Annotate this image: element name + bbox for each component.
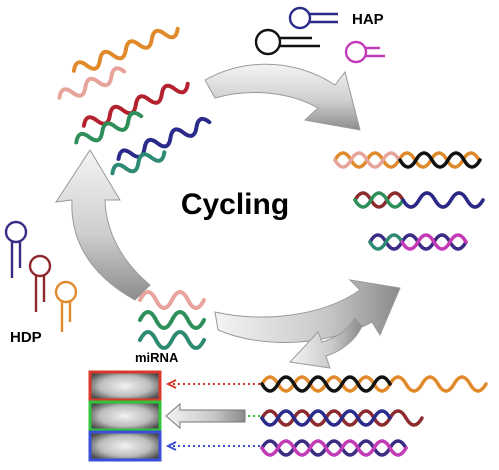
hairpin-probe-icon	[54, 280, 78, 332]
double-helix-icon	[353, 191, 485, 209]
double-helix-icon	[368, 233, 468, 251]
double-helix-icon	[260, 439, 408, 457]
helix-group-top-left	[57, 26, 212, 176]
double-helix-icon	[57, 26, 180, 100]
hairpin-probe-icon	[4, 220, 28, 278]
gel-band-icon	[88, 400, 162, 432]
hdp-label: HDP	[10, 329, 42, 346]
hairpin-probe-icon	[344, 40, 385, 64]
gel-main-arrow	[165, 402, 246, 430]
hdp-probes: HDP	[4, 220, 78, 346]
mirna-group: miRNA	[135, 290, 206, 365]
hap-label: HAP	[352, 11, 384, 28]
double-helix-icon	[110, 116, 212, 176]
mirna-label: miRNA	[135, 350, 179, 365]
hairpin-probe-icon	[254, 28, 320, 56]
mirna-strand-icon	[138, 290, 206, 310]
hairpin-probe-icon	[288, 6, 338, 30]
cycle-arrow-top-right	[204, 63, 361, 131]
double-helix-icon	[260, 375, 488, 393]
helix-group-right	[333, 151, 485, 251]
cycle-label: Cycling	[181, 188, 289, 221]
double-helix-icon	[333, 151, 482, 169]
cycle-arrow-left	[54, 149, 151, 301]
double-helix-icon	[260, 409, 424, 427]
helix-group-bottom	[260, 375, 488, 457]
mirna-strand-icon	[138, 330, 206, 350]
cycle-arrow-bottom-right	[214, 279, 401, 343]
gel-band-icon	[88, 370, 162, 402]
mirna-strand-icon	[138, 310, 206, 330]
cycle-arrows	[54, 63, 401, 369]
gel-band-icon	[88, 430, 162, 462]
hairpin-probe-icon	[28, 254, 52, 312]
gel-bands	[88, 370, 162, 462]
cycle-arrow-down	[288, 317, 363, 369]
hap-probes: HAP	[254, 6, 385, 64]
double-helix-icon	[74, 81, 190, 145]
